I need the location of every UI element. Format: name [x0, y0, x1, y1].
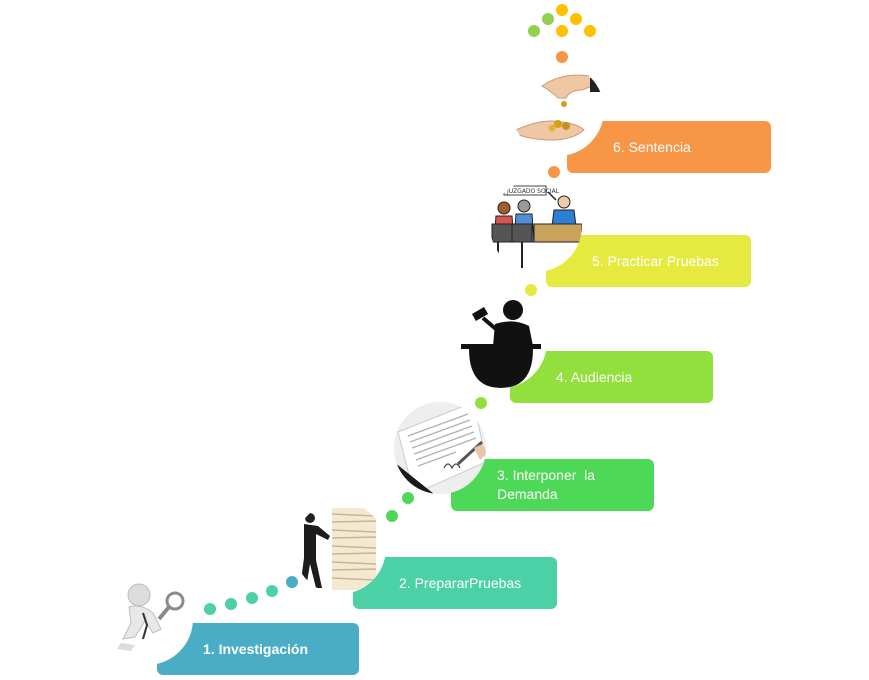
svg-text:JUZGADO SOCIAL: JUZGADO SOCIAL [506, 188, 560, 195]
judge-gavel-icon [455, 296, 547, 388]
magnifier-figure-icon [101, 573, 193, 665]
arrow-dot [556, 4, 568, 16]
arrow-dot [584, 25, 596, 37]
step-2-label: 2. PrepararPruebas [399, 574, 522, 591]
step-3-box[interactable]: 3. Interponer la Demanda [451, 459, 654, 511]
arrow-dot [542, 13, 554, 25]
signing-document-icon [394, 402, 486, 494]
connector-dot [246, 592, 258, 604]
courtroom-icon: JUZGADO SOCIAL [490, 180, 582, 272]
arrow-dot [528, 25, 540, 37]
arrow-dot [556, 25, 568, 37]
step-3-label: 3. Interponer la Demanda [497, 467, 599, 502]
arrow-dot [556, 51, 568, 63]
step-5-label: 5. Practicar Pruebas [592, 252, 719, 269]
paper-stack-pusher-icon [294, 502, 386, 594]
step-1-label: 1. Investigación [203, 640, 309, 657]
hands-coins-icon [512, 64, 604, 156]
connector-dot [525, 284, 537, 296]
connector-dot [204, 603, 216, 615]
connector-dot [286, 576, 298, 588]
connector-dot [475, 397, 487, 409]
step-5-box[interactable]: 5. Practicar Pruebas [546, 235, 751, 287]
step-6-label: 6. Sentencia [613, 138, 691, 155]
step-4-label: 4. Audiencia [556, 368, 633, 385]
connector-dot [402, 492, 414, 504]
connector-dot [266, 585, 278, 597]
connector-dot [548, 166, 560, 178]
step-2-box[interactable]: 2. PrepararPruebas [353, 557, 557, 609]
arrow-dot [570, 13, 582, 25]
connector-dot [386, 510, 398, 522]
step-4-box[interactable]: 4. Audiencia [510, 351, 713, 403]
step-6-box[interactable]: 6. Sentencia [567, 121, 771, 173]
connector-dot [225, 598, 237, 610]
